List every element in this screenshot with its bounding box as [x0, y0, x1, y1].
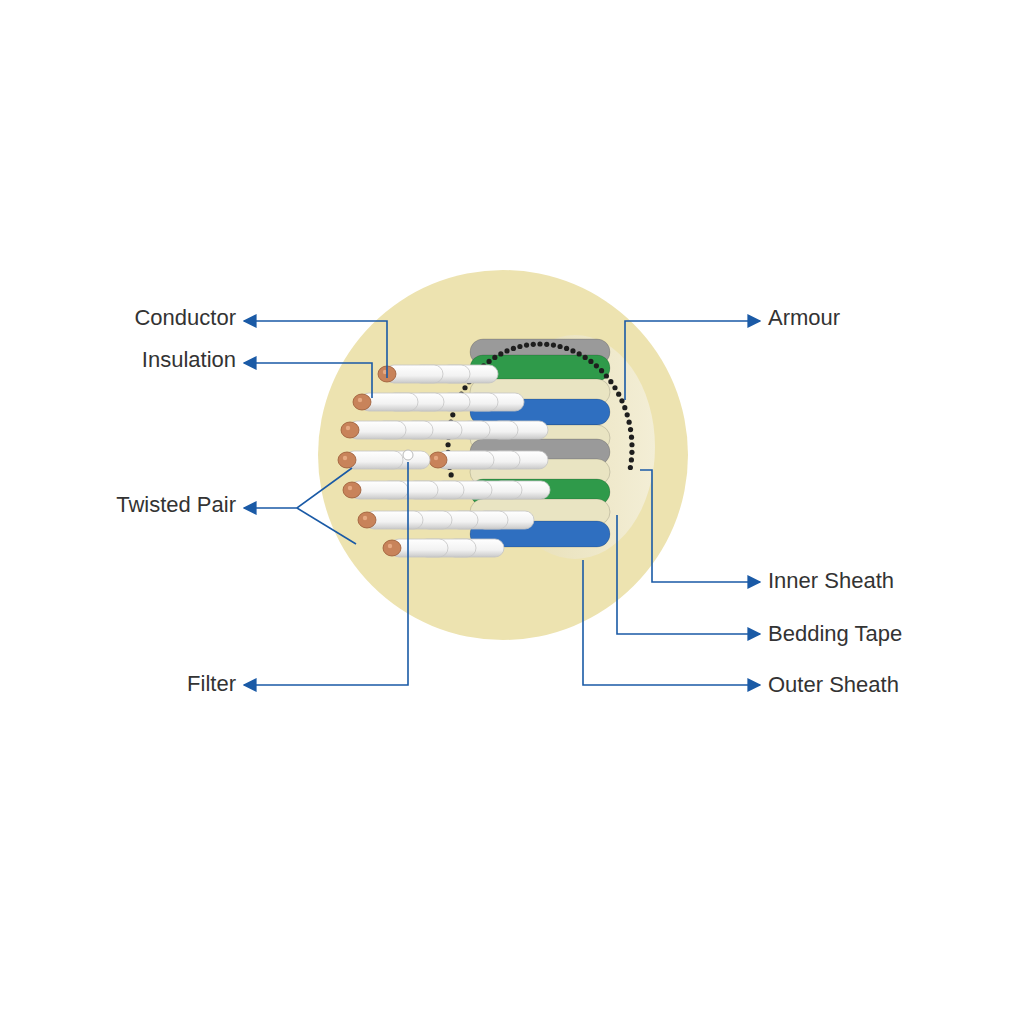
insulated-wire [358, 511, 423, 529]
armour-wire [492, 355, 497, 360]
armour-wire [504, 348, 509, 353]
insulated-wire [383, 539, 448, 557]
armour-wire [570, 348, 575, 353]
leader-line [640, 470, 760, 582]
part-label: Filter [187, 671, 236, 697]
armour-wire [564, 346, 569, 351]
leader-lines [244, 321, 760, 685]
armour-wire [449, 472, 454, 477]
leader-line [244, 321, 387, 378]
copper-conductor [353, 394, 371, 410]
insulated-conductors [338, 365, 550, 557]
strand-highlight [388, 544, 392, 548]
armour-wire [616, 392, 621, 397]
armour-wire [612, 385, 617, 390]
armour-wire [627, 420, 632, 425]
strand-highlight [363, 516, 367, 520]
armour-wire [557, 344, 562, 349]
armour-wire [486, 359, 491, 364]
leader-line [244, 468, 352, 508]
insulated-wire [341, 421, 406, 439]
insulated-wire [353, 393, 418, 411]
strand-highlight [434, 456, 438, 460]
leader-line [244, 462, 408, 685]
armour-wire [462, 385, 467, 390]
armour-wire [628, 427, 633, 432]
armour-wire [544, 342, 549, 347]
armour-wire [517, 344, 522, 349]
armour-wire [628, 465, 633, 470]
part-label: Armour [768, 305, 840, 331]
copper-conductor [338, 452, 356, 468]
strand-highlight [343, 456, 347, 460]
copper-conductor [343, 482, 361, 498]
armour-wire [583, 355, 588, 360]
armour-wire [445, 442, 450, 447]
leader-line [617, 515, 760, 634]
part-label: Twisted Pair [116, 492, 236, 518]
armour-wire [498, 351, 503, 356]
armour-wire [629, 450, 634, 455]
armour-wire [619, 398, 624, 403]
copper-conductor [358, 512, 376, 528]
armour-wire [622, 405, 627, 410]
leader-line [244, 363, 372, 398]
armour-wire [551, 343, 556, 348]
armour-wire [625, 412, 630, 417]
armour-wire [629, 442, 634, 447]
armour-wire [450, 412, 455, 417]
armour-wire [577, 351, 582, 356]
part-label: Conductor [134, 305, 236, 331]
armour-wire [608, 379, 613, 384]
part-label: Outer Sheath [768, 672, 899, 698]
copper-conductor [383, 540, 401, 556]
armour-wire [511, 346, 516, 351]
armour-wire [531, 342, 536, 347]
armour-wire [599, 368, 604, 373]
armour-wire [604, 373, 609, 378]
armour-wire [588, 359, 593, 364]
filter-element [403, 450, 413, 460]
armour-wire [524, 343, 529, 348]
leader-line [583, 560, 760, 685]
part-label: Insulation [142, 347, 236, 373]
armour-wire [629, 457, 634, 462]
insulated-wire [429, 451, 494, 469]
part-label: Inner Sheath [768, 568, 894, 594]
strand-highlight [346, 426, 350, 430]
copper-conductor [341, 422, 359, 438]
armour-wire [629, 435, 634, 440]
strand-highlight [358, 398, 362, 402]
copper-conductor [429, 452, 447, 468]
leader-line [625, 321, 760, 400]
armour-wire [594, 363, 599, 368]
part-label: Bedding Tape [768, 621, 902, 647]
leader-line [297, 508, 356, 544]
insulated-wire [343, 481, 408, 499]
armour-wire [537, 341, 542, 346]
outer-sheath [318, 270, 688, 640]
insulated-wire [338, 451, 403, 469]
strand-highlight [348, 486, 352, 490]
